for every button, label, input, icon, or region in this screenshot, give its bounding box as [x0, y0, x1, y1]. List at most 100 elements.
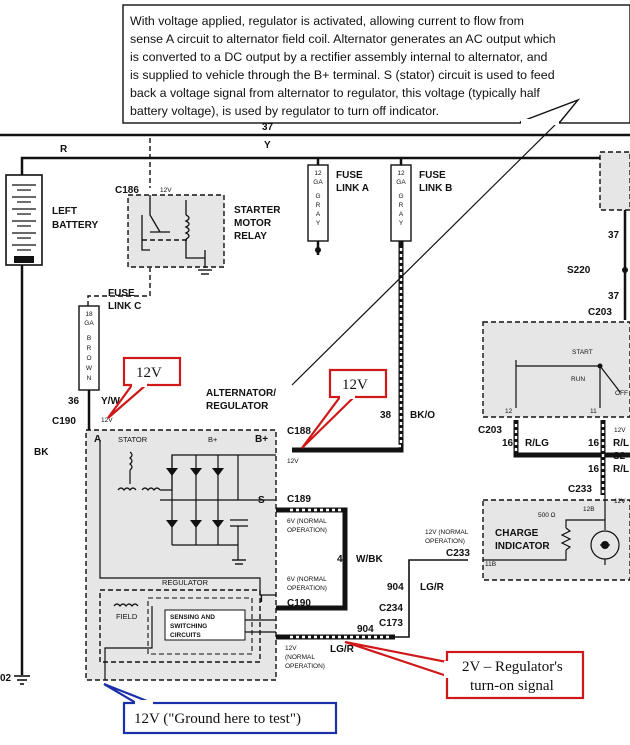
ign-off: OFF [615, 390, 628, 397]
ign-start: START [572, 349, 593, 356]
fuse-c-text: W [86, 365, 93, 372]
connector-c189: C189 [287, 494, 311, 505]
terminal-i: I [260, 594, 263, 605]
fuse-c-text: N [87, 375, 92, 382]
fuse-c-text: R [87, 345, 92, 352]
connector-c233-a: C233 [446, 548, 470, 559]
fuse-b-label-1: FUSE [419, 170, 446, 181]
wire-904-a-color: LG/R [330, 644, 355, 655]
v12n-a-2: OPERATION) [425, 538, 465, 545]
fuse-c-text: GA [84, 320, 94, 327]
connector-c173: C173 [379, 618, 403, 629]
wire-37-right: 37 [608, 230, 620, 241]
battery-label-2: BATTERY [52, 220, 98, 231]
fuse-b-text: Y [399, 220, 404, 227]
fuse-c-text: B [87, 335, 91, 342]
alternator-label-1: ALTERNATOR/ [206, 388, 276, 399]
wire-16-c: 16 [588, 464, 600, 475]
relay-voltage: 12V [160, 187, 172, 194]
ground-symbol-02 [14, 675, 30, 685]
splice-s220: S220 [567, 265, 591, 276]
v12n-a-1: 12V (NORMAL [425, 529, 469, 536]
fuse-c-text: O [86, 355, 91, 362]
wire-16-a: 16 [502, 438, 514, 449]
battery-label-1: LEFT [52, 206, 77, 217]
fuse-a-text: A [316, 211, 321, 218]
wire-rl-b: R/L [613, 464, 629, 475]
wire-rlg: R/LG [525, 438, 549, 449]
connector-c186: C186 [115, 185, 139, 196]
pin-12b: 12B [583, 506, 595, 513]
terminal-bplus-inner: B+ [208, 435, 218, 444]
wire-4-color: W/BK [356, 554, 383, 565]
note-line-4: is supplied to vehicle through the B+ te… [130, 68, 555, 82]
v6-a-1: 6V (NORMAL [287, 518, 327, 525]
charge-indicator [482, 499, 630, 581]
fuse-c-label-1: FUSE [108, 288, 135, 299]
fuse-a-text: R [316, 202, 321, 209]
connector-c233-b: C233 [568, 484, 592, 495]
callout-12v-c190 [122, 356, 182, 387]
fuse-a-text: Y [316, 220, 321, 227]
wire-904-b-color: LG/R [420, 582, 445, 593]
fuse-b-text: R [399, 202, 404, 209]
v6-b-2: OPERATION) [287, 585, 327, 592]
note-line-6: battery voltage), is used by regulator t… [130, 104, 439, 118]
fuse-c-text: 18 [85, 311, 93, 318]
wire-38-color: BK/O [410, 410, 435, 421]
terminal-bplus: B+ [255, 434, 268, 445]
note-line-2: sense A circuit to alternator field coil… [130, 32, 556, 46]
connector-c190-a: C190 [52, 416, 76, 427]
callout-regulator-signal [445, 650, 585, 700]
field-label: FIELD [116, 612, 138, 621]
fuse-b-label-2: LINK B [419, 183, 452, 194]
callout-ground-test [122, 701, 338, 735]
callout-12v-c190-text: 12V [136, 365, 162, 381]
wire-904-a-num: 904 [357, 624, 374, 635]
sensing-label-3: CIRCUITS [170, 632, 201, 639]
c188-voltage: 12V [287, 458, 299, 465]
wire-37-label: 37 [262, 122, 274, 133]
regulator-label: REGULATOR [162, 578, 209, 587]
ignition-switch [482, 321, 630, 418]
callout-ground-text: 12V ("Ground here to test") [134, 711, 301, 727]
stator-label: STATOR [118, 435, 148, 444]
wire-bk-label: BK [34, 447, 49, 458]
relay-label-3: RELAY [234, 231, 267, 242]
wire-y-label: Y [264, 140, 271, 151]
callout-12v-c188-text: 12V [342, 377, 368, 393]
v6-a-2: OPERATION) [287, 527, 327, 534]
wire-904-b-num: 904 [387, 582, 404, 593]
sensing-label-2: SWITCHING [170, 623, 207, 630]
charge-label-2: INDICATOR [495, 541, 550, 552]
alternator-label-2: REGULATOR [206, 401, 269, 412]
right-12v-1: 12V [614, 427, 626, 434]
fuse-b-text: G [398, 193, 403, 200]
fuse-a-text: 12 [314, 170, 322, 177]
relay-label-2: MOTOR [234, 218, 272, 229]
fuse-b-text: GA [396, 179, 406, 186]
connector-c203-a: C203 [588, 307, 612, 318]
callout-signal-line2: turn-on signal [470, 678, 554, 694]
callout-12v-c188 [328, 368, 388, 399]
fuse-a-label-1: FUSE [336, 170, 363, 181]
note-line-3: is converted to a DC output by a rectifi… [130, 50, 547, 64]
connector-c190-b: C190 [287, 598, 311, 609]
v6-b-1: 6V (NORMAL [287, 576, 327, 583]
wire-rl-a: R/L [613, 438, 629, 449]
note-line-1: With voltage applied, regulator is activ… [130, 14, 524, 28]
charge-label-1: CHARGE [495, 528, 539, 539]
connector-c234: C234 [379, 603, 403, 614]
v12n-b-3: OPERATION) [285, 663, 325, 670]
note-line-5: back a voltage signal from alternator to… [130, 86, 540, 100]
connector-c188: C188 [287, 426, 311, 437]
callout-signal-line1: 2V – Regulator's [462, 659, 563, 675]
pin-11b: 11B [485, 561, 496, 568]
wire-r-label: R [60, 144, 68, 155]
wire-4-num: 4 [337, 554, 343, 565]
wire-38-num: 38 [380, 410, 392, 421]
v12n-b-1: 12V [285, 645, 297, 652]
wire-37-right-2: 37 [608, 291, 620, 302]
resistor-label: 500 Ω [538, 512, 556, 519]
